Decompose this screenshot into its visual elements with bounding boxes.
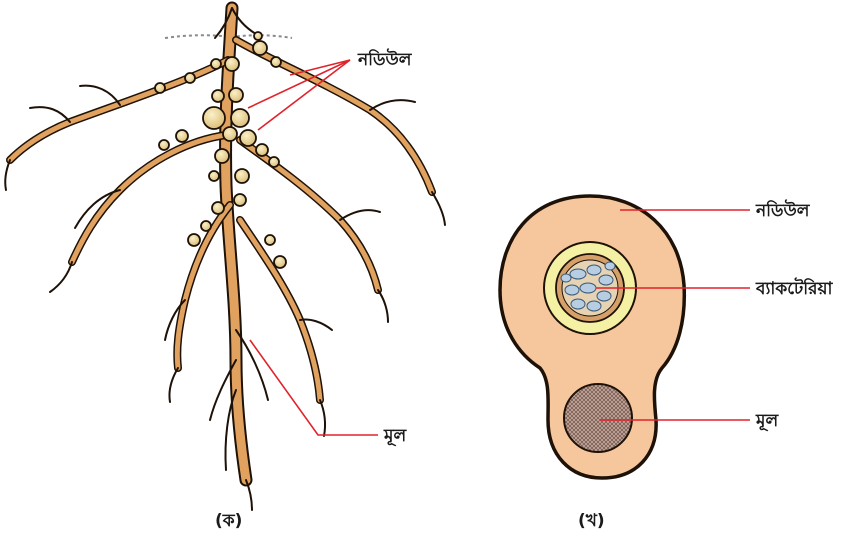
lateral-root-right-middle xyxy=(240,140,378,290)
leader-nodule-1 xyxy=(248,60,350,108)
label-root-a: মূল xyxy=(383,426,407,446)
label-nodule-b: নডিউল xyxy=(755,199,811,221)
root-vascular-core xyxy=(564,384,632,452)
label-nodule-a: নডিউল xyxy=(357,48,413,70)
lateral-root-right-lower xyxy=(240,220,320,400)
caption-b: (খ) xyxy=(578,511,605,531)
label-bacteria: ব্যাকটেরিয়া xyxy=(755,277,834,299)
root-system-illustration: নডিউল মূল (ক) xyxy=(5,8,445,531)
caption-a: (ক) xyxy=(215,511,242,531)
nodule-cross-section: নডিউল ব্যাকটেরিয়া মূল (খ) xyxy=(500,196,834,531)
label-root-b: মূল xyxy=(755,411,779,431)
